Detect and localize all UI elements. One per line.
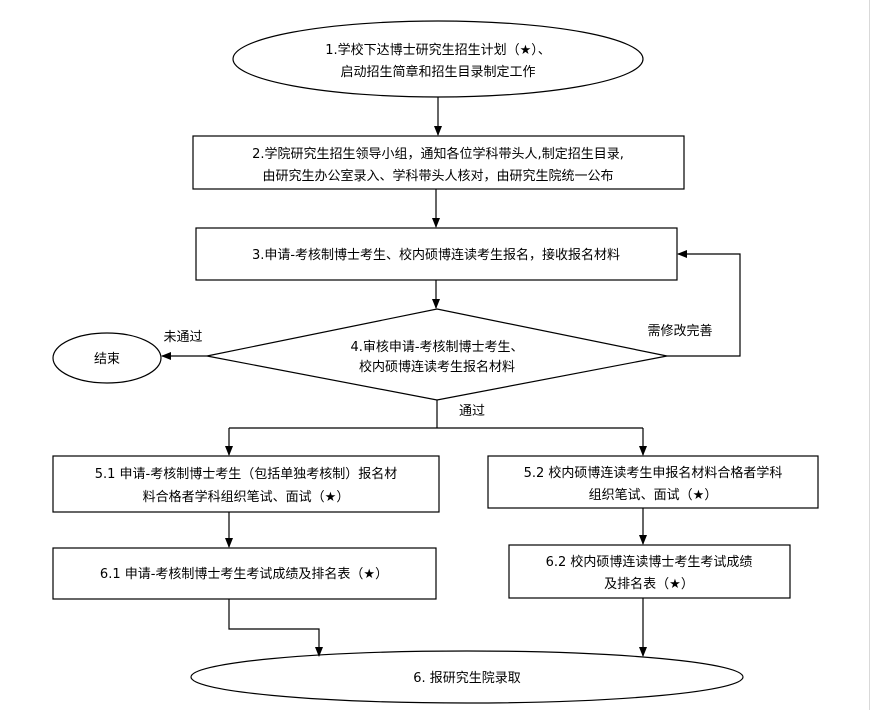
node-catalog: 2.学院研究生招生领导小组，通知各位学科带头人,制定招生目录, 由研究生办公室录… bbox=[192, 135, 685, 190]
edge-6-1-final bbox=[228, 599, 323, 657]
node-end-label: 结束 bbox=[94, 352, 120, 367]
node-review-decision: 4.审核申请-考核制博士考生、 校内硕博连读考生报名材料 bbox=[206, 308, 668, 401]
edge-4-3-loop bbox=[667, 250, 741, 357]
node-admission: 6. 报研究生院录取 bbox=[190, 650, 744, 704]
node-ranking-internal-line2: 及排名表（★） bbox=[604, 576, 694, 592]
edge-label-not-passed: 未通过 bbox=[163, 330, 202, 345]
node-ranking-applicants: 6.1 申请-考核制博士考生考试成绩及排名表（★） bbox=[52, 547, 437, 600]
node-exam-internal-line2: 组织笔试、面试（★） bbox=[589, 487, 718, 503]
node-exam-applicants: 5.1 申请-考核制博士考生（包括单独考核制）报名材 料合格者学科组织笔试、面试… bbox=[52, 455, 440, 513]
node-start-plan-line2: 启动招生简章和招生目录制定工作 bbox=[340, 64, 535, 80]
window-edge bbox=[869, 0, 870, 710]
node-catalog-line2: 由研究生办公室录入、学科带头人核对，由研究生院统一公布 bbox=[262, 168, 613, 184]
node-review-line1: 4.审核申请-考核制博士考生、 bbox=[350, 340, 523, 355]
node-ranking-internal-line1: 6.2 校内硕博连读博士考生考试成绩 bbox=[546, 554, 753, 570]
edge-label-needs-revision: 需修改完善 bbox=[647, 323, 712, 339]
node-start-plan: 1.学校下达博士研究生招生计划（★）、 启动招生简章和招生目录制定工作 bbox=[232, 20, 644, 98]
node-registration-line1: 3.申请-考核制博士考生、校内硕博连读考生报名，接收报名材料 bbox=[252, 247, 620, 263]
node-catalog-line1: 2.学院研究生招生领导小组，通知各位学科带头人,制定招生目录, bbox=[252, 146, 624, 162]
node-end: 结束 bbox=[52, 332, 162, 384]
node-exam-internal-line1: 5.2 校内硕博连读考生申报名材料合格者学科 bbox=[524, 465, 783, 481]
node-review-line2: 校内硕博连读考生报名材料 bbox=[359, 359, 515, 375]
node-ranking-applicants-line1: 6.1 申请-考核制博士考生考试成绩及排名表（★） bbox=[100, 566, 388, 582]
edge-label-passed: 通过 bbox=[459, 404, 485, 419]
node-exam-applicants-line1: 5.1 申请-考核制博士考生（包括单独考核制）报名材 bbox=[95, 466, 398, 482]
node-registration: 3.申请-考核制博士考生、校内硕博连读考生报名，接收报名材料 bbox=[195, 227, 678, 281]
node-exam-applicants-line2: 料合格者学科组织笔试、面试（★） bbox=[143, 489, 350, 505]
node-start-plan-line1: 1.学校下达博士研究生招生计划（★）、 bbox=[325, 42, 551, 58]
node-admission-line1: 6. 报研究生院录取 bbox=[413, 671, 521, 686]
node-exam-internal: 5.2 校内硕博连读考生申报名材料合格者学科 组织笔试、面试（★） bbox=[487, 455, 819, 509]
node-ranking-internal: 6.2 校内硕博连读博士考生考试成绩 及排名表（★） bbox=[508, 544, 791, 599]
